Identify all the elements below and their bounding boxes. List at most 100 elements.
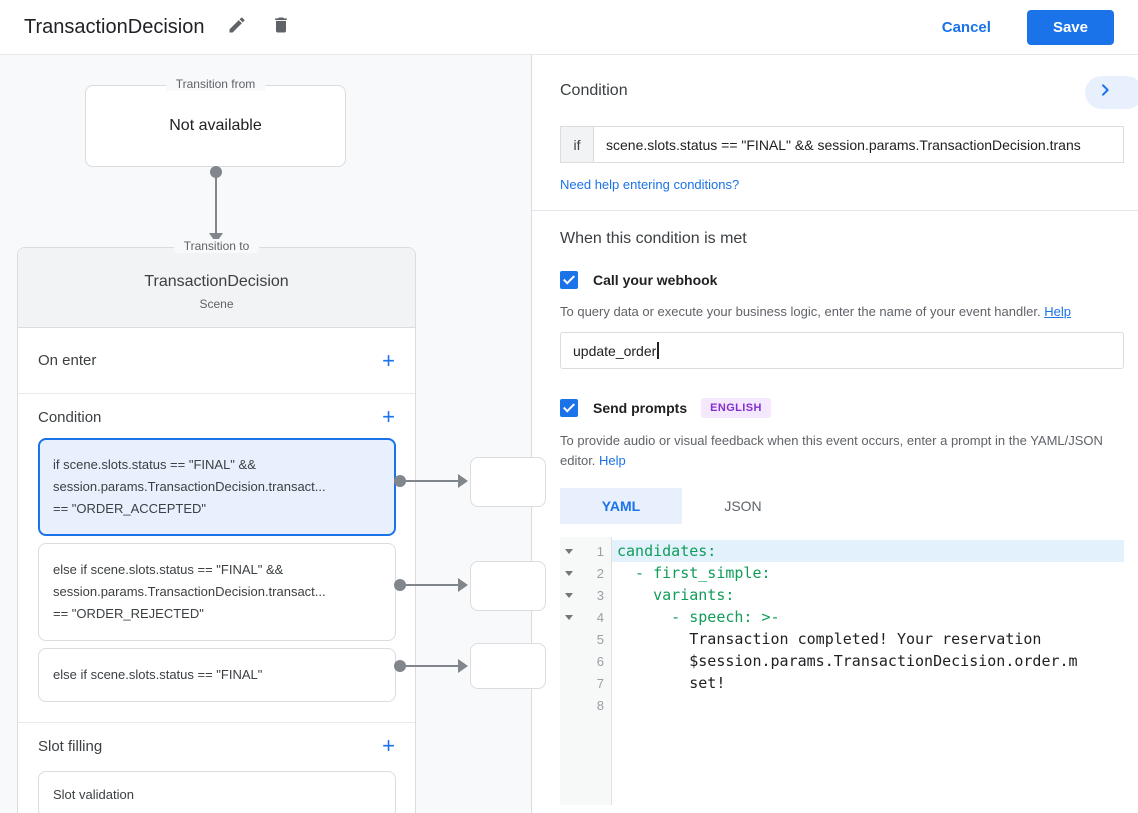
language-badge: ENGLISH	[701, 398, 771, 418]
webhook-row: Call your webhook	[560, 271, 1124, 289]
add-slot-button[interactable]: +	[382, 733, 395, 758]
if-prefix: if	[561, 127, 594, 162]
fold-toggle[interactable]	[560, 570, 578, 576]
arrow-right-icon	[458, 578, 468, 592]
condition-card-order-rejected[interactable]: else if scene.slots.status == "FINAL" &&…	[38, 543, 396, 641]
webhook-label: Call your webhook	[593, 272, 718, 288]
transition-target-box[interactable]	[470, 561, 546, 611]
fold-toggle[interactable]	[560, 592, 578, 598]
page-title: TransactionDecision	[24, 15, 205, 38]
scene-name: TransactionDecision	[144, 272, 289, 290]
webhook-checkbox[interactable]	[560, 271, 578, 289]
prompts-help-link[interactable]: Help	[599, 453, 626, 468]
arrow-down-icon	[209, 233, 223, 243]
condition-cards: if scene.slots.status == "FINAL" && sess…	[18, 438, 415, 702]
condition-card-order-accepted[interactable]: if scene.slots.status == "FINAL" && sess…	[38, 438, 396, 536]
line-number: 3	[596, 587, 604, 603]
fold-toggle[interactable]	[560, 548, 578, 554]
condition-line: == "ORDER_ACCEPTED"	[53, 501, 206, 516]
on-enter-label: On enter	[38, 352, 97, 369]
condition-section: Condition if scene.slots.status == "FINA…	[532, 55, 1138, 194]
transition-target-box[interactable]	[470, 457, 546, 507]
yaml-editor[interactable]: 1 2 3 4 5 6 7 8 candidates: - first_simp…	[560, 537, 1124, 805]
trash-icon	[271, 15, 291, 40]
connector-line	[400, 584, 459, 586]
line-number: 6	[596, 653, 604, 669]
editor-gutter: 1 2 3 4 5 6 7 8	[560, 537, 612, 805]
line-number: 1	[596, 543, 604, 559]
condition-help-link[interactable]: Need help entering conditions?	[560, 177, 740, 192]
line-number: 8	[596, 697, 604, 713]
scene-card: Transition to TransactionDecision Scene …	[17, 239, 416, 813]
transition-from-legend: Transition from	[165, 77, 266, 91]
connector-dot	[394, 660, 406, 672]
line-number: 2	[596, 565, 604, 581]
connector-dot	[210, 166, 222, 178]
delete-button[interactable]	[270, 16, 292, 38]
condition-line: if scene.slots.status == "FINAL" &&	[53, 457, 256, 472]
condition-section-row: Condition +	[18, 396, 415, 438]
scene-editor-canvas: Transition from Not available Transition…	[0, 55, 1138, 813]
condition-section-label: Condition	[38, 408, 102, 426]
condition-card-final[interactable]: else if scene.slots.status == "FINAL"	[38, 648, 396, 702]
tab-yaml[interactable]: YAML	[560, 488, 682, 524]
condition-line: else if scene.slots.status == "FINAL" &&	[53, 562, 284, 577]
cancel-button[interactable]: Cancel	[941, 18, 991, 36]
pencil-icon	[227, 15, 247, 40]
add-condition-button[interactable]: +	[382, 404, 395, 429]
on-enter-row: On enter +	[18, 328, 415, 394]
code-line: Transaction completed! Your reservation	[617, 630, 1042, 648]
add-on-enter-button[interactable]: +	[382, 347, 395, 373]
transition-from-box: Transition from Not available	[85, 77, 346, 167]
condition-line: session.params.TransactionDecision.trans…	[53, 584, 326, 599]
tab-json[interactable]: JSON	[724, 498, 762, 514]
line-number: 7	[596, 675, 604, 691]
text-caret	[657, 342, 660, 359]
fold-arrow-icon	[565, 548, 573, 554]
when-condition-heading: When this condition is met	[560, 230, 747, 247]
condition-line: else if scene.slots.status == "FINAL"	[53, 667, 263, 682]
webhook-handler-input[interactable]: update_order	[560, 332, 1124, 369]
slot-filling-row: Slot filling +	[18, 725, 415, 767]
slot-validation-card[interactable]: Slot validation	[38, 771, 396, 813]
section-divider	[18, 722, 415, 723]
webhook-help-link[interactable]: Help	[1044, 304, 1071, 319]
send-prompts-checkbox[interactable]	[560, 399, 578, 417]
fold-toggle[interactable]	[560, 614, 578, 620]
edit-button[interactable]	[226, 16, 248, 38]
webhook-handler-value: update_order	[573, 342, 657, 359]
condition-expression-input[interactable]: scene.slots.status == "FINAL" && session…	[606, 136, 1081, 153]
line-number: 5	[596, 631, 604, 647]
transition-target-box[interactable]	[470, 643, 546, 689]
top-bar: TransactionDecision Cancel Save	[0, 0, 1138, 55]
editor-code-area[interactable]: candidates: - first_simple: variants: - …	[612, 537, 1124, 805]
scene-type-label: Scene	[199, 296, 234, 311]
fold-arrow-icon	[565, 570, 573, 576]
connector-dot	[394, 475, 406, 487]
prompts-description: To provide audio or visual feedback when…	[560, 431, 1124, 471]
code-line: - speech: >-	[617, 608, 780, 626]
save-button[interactable]: Save	[1026, 9, 1114, 45]
code-line: candidates:	[612, 540, 1124, 562]
send-prompts-row: Send prompts ENGLISH	[560, 398, 1124, 418]
chevron-right-icon	[1097, 82, 1113, 103]
panel-divider	[532, 210, 1138, 211]
fold-arrow-icon	[565, 614, 573, 620]
connector-line	[400, 480, 459, 482]
condition-line: session.params.TransactionDecision.trans…	[53, 479, 326, 494]
webhook-description: To query data or execute your business l…	[560, 302, 1124, 322]
code-line: variants:	[617, 586, 735, 604]
collapse-panel-button[interactable]	[1085, 76, 1138, 109]
arrow-right-icon	[458, 474, 468, 488]
condition-detail-panel: Condition if scene.slots.status == "FINA…	[531, 55, 1138, 813]
condition-heading: Condition	[560, 82, 628, 99]
scene-header: TransactionDecision Scene	[18, 248, 415, 328]
condition-line: == "ORDER_REJECTED"	[53, 606, 204, 621]
send-prompts-label: Send prompts	[593, 400, 688, 416]
code-line	[612, 694, 1124, 716]
fold-arrow-icon	[565, 592, 573, 598]
editor-tabs: YAML JSON	[560, 488, 1124, 524]
arrow-right-icon	[458, 659, 468, 673]
connector-line	[400, 665, 459, 667]
code-line: - first_simple:	[617, 564, 771, 582]
